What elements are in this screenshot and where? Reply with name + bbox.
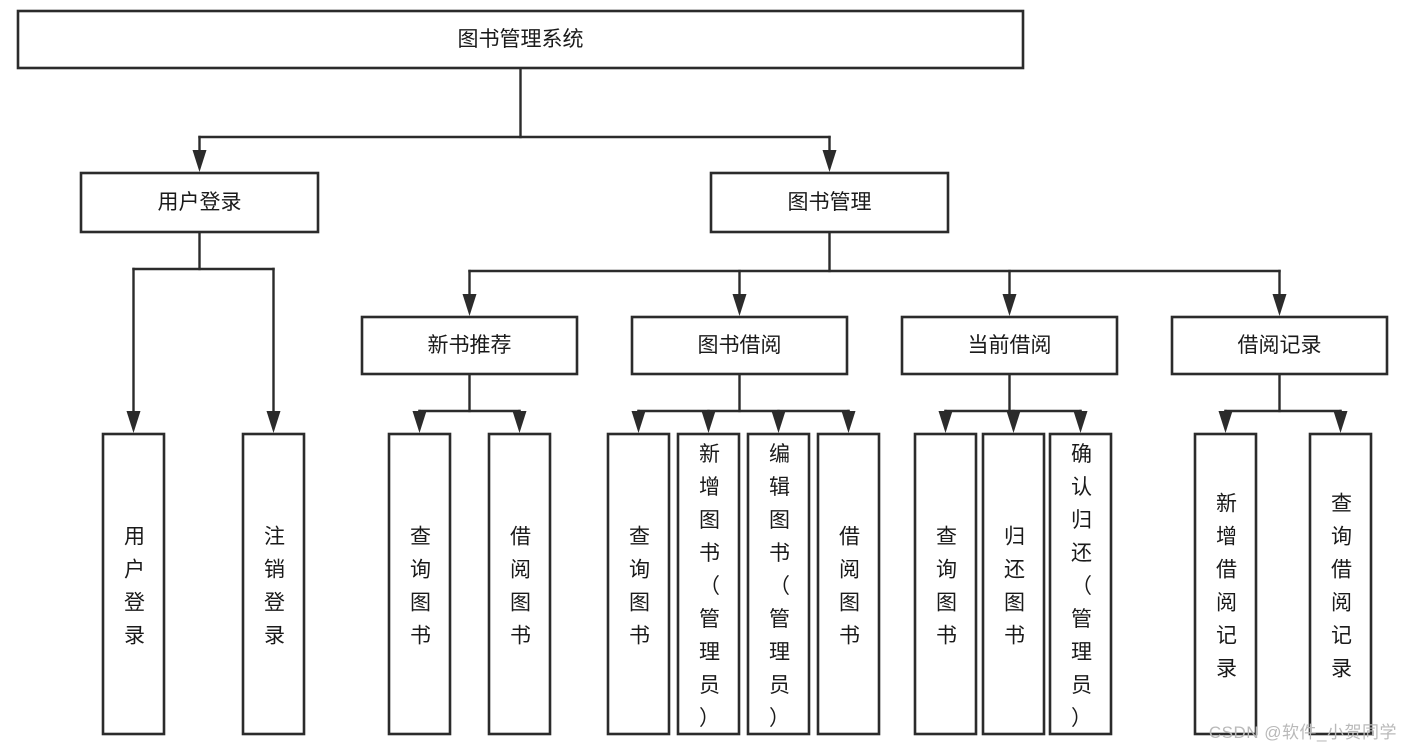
node-leaf-confirm-return[interactable]: 确认归还（管理员） — [1048, 432, 1113, 736]
arrow-head — [1073, 411, 1088, 433]
node-box — [16, 9, 1025, 70]
node-box — [1193, 432, 1258, 736]
arrow-head — [822, 150, 837, 172]
node-leaf-query-book-3[interactable]: 查询图书 — [913, 432, 978, 736]
node-box — [900, 315, 1119, 376]
arrow-head — [1272, 294, 1287, 316]
node-box — [387, 432, 452, 736]
node-user-login[interactable]: 用户登录 — [79, 171, 320, 234]
node-leaf-query-book-1[interactable]: 查询图书 — [387, 432, 452, 736]
node-book-borrow[interactable]: 图书借阅 — [630, 315, 849, 376]
node-box — [630, 315, 849, 376]
arrow-head — [1333, 411, 1348, 433]
node-box — [981, 432, 1046, 736]
node-label: 用户登录 — [124, 526, 145, 648]
arrow-head — [462, 294, 477, 316]
node-box — [1048, 432, 1113, 736]
arrow-head — [701, 411, 716, 433]
arrow-head — [266, 411, 281, 433]
node-undefined[interactable]: 图书管理系统 — [16, 9, 1025, 70]
node-book-manage[interactable]: 图书管理 — [709, 171, 950, 234]
arrow-head — [1002, 294, 1017, 316]
arrow-head — [841, 411, 856, 433]
arrow-head — [192, 150, 207, 172]
node-label: 归还图书 — [1004, 526, 1025, 648]
node-box — [360, 315, 579, 376]
arrow-head — [732, 294, 747, 316]
node-box — [606, 432, 671, 736]
node-leaf-query-book-2[interactable]: 查询图书 — [606, 432, 671, 736]
node-box — [676, 432, 741, 736]
node-label: 图书借阅 — [698, 334, 782, 357]
node-leaf-add-record[interactable]: 新增借阅记录 — [1193, 432, 1258, 736]
arrow-head — [412, 411, 427, 433]
node-box — [1308, 432, 1373, 736]
node-new-book-recommend[interactable]: 新书推荐 — [360, 315, 579, 376]
node-leaf-query-record[interactable]: 查询借阅记录 — [1308, 432, 1373, 736]
edge-layer — [126, 66, 1348, 433]
arrow-head — [512, 411, 527, 433]
node-leaf-edit-book[interactable]: 编辑图书（管理员） — [746, 432, 811, 736]
node-label: 新书推荐 — [428, 334, 512, 357]
arrow-head — [126, 411, 141, 433]
node-label: 当前借阅 — [968, 334, 1052, 357]
node-layer: 图书管理系统用户登录图书管理新书推荐图书借阅当前借阅借阅记录用户登录注销登录查询… — [16, 9, 1389, 736]
node-box — [241, 432, 306, 736]
node-leaf-user-login[interactable]: 用户登录 — [101, 432, 166, 736]
node-current-borrow[interactable]: 当前借阅 — [900, 315, 1119, 376]
arrow-head — [771, 411, 786, 433]
node-leaf-logout-login[interactable]: 注销登录 — [241, 432, 306, 736]
node-label: 新增借阅记录 — [1216, 493, 1237, 681]
node-label: 查询图书 — [410, 526, 431, 648]
arrow-head — [631, 411, 646, 433]
node-box — [487, 432, 552, 736]
node-leaf-borrow-book-1[interactable]: 借阅图书 — [487, 432, 552, 736]
node-label: 查询借阅记录 — [1331, 493, 1352, 681]
node-label: 注销登录 — [264, 526, 285, 648]
node-label: 图书管理 — [788, 191, 872, 214]
node-label: 图书管理系统 — [458, 28, 584, 51]
node-label: 查询图书 — [629, 526, 650, 648]
watermark-text: CSDN @软件_小贺同学 — [1208, 723, 1397, 742]
node-label: 确认归还（管理员） — [1071, 443, 1092, 730]
arrow-head — [1006, 411, 1021, 433]
node-box — [746, 432, 811, 736]
node-label: 查询图书 — [936, 526, 957, 648]
node-box — [913, 432, 978, 736]
arrow-head — [1218, 411, 1233, 433]
node-box — [79, 171, 320, 234]
node-box — [709, 171, 950, 234]
node-label: 用户登录 — [158, 191, 242, 214]
node-label: 编辑图书（管理员） — [769, 443, 790, 730]
node-leaf-add-book[interactable]: 新增图书（管理员） — [676, 432, 741, 736]
node-leaf-borrow-book-2[interactable]: 借阅图书 — [816, 432, 881, 736]
node-box — [816, 432, 881, 736]
arrow-head — [938, 411, 953, 433]
node-label: 新增图书（管理员） — [699, 443, 720, 730]
node-borrow-record[interactable]: 借阅记录 — [1170, 315, 1389, 376]
node-label: 借阅记录 — [1238, 334, 1322, 357]
node-leaf-return-book[interactable]: 归还图书 — [981, 432, 1046, 736]
node-box — [1170, 315, 1389, 376]
node-box — [101, 432, 166, 736]
node-label: 借阅图书 — [839, 526, 860, 648]
node-label: 借阅图书 — [510, 526, 531, 648]
